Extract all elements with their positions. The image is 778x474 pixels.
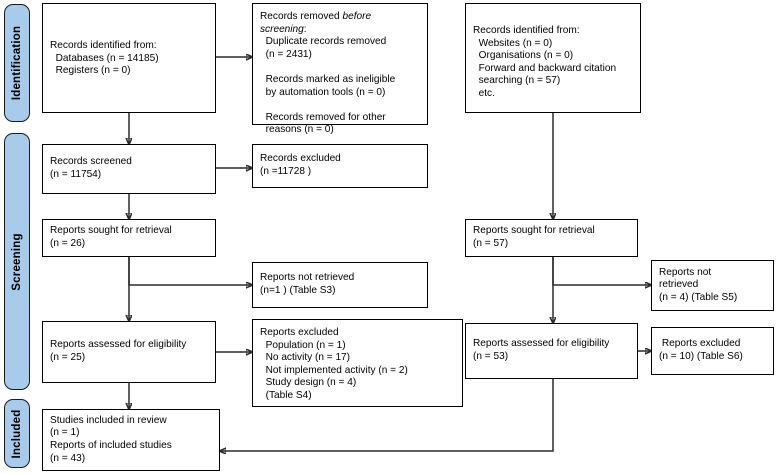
reports-excluded-right-text: Reports excluded (n = 10) (Table S6) (659, 338, 743, 362)
reports-excluded-left-text: Reports excluded Population (n = 1) No a… (260, 327, 408, 401)
stage-bar-included: Included (4, 399, 30, 468)
node-reports-assessed-left[interactable]: Reports assessed for eligibility (n = 25… (42, 321, 216, 383)
node-reports-not-retrieved-right[interactable]: Reports not retrieved (n = 4) (Table S5) (651, 260, 774, 311)
stage-label-identification: Identification (11, 25, 23, 101)
removed-line2-italic: screening (260, 23, 304, 35)
stage-label-screening: Screening (11, 232, 23, 291)
reports-assessed-right-text: Reports assessed for eligibility (n = 53… (473, 338, 610, 362)
studies-included-text: Studies included in review (n = 1) Repor… (50, 414, 172, 464)
records-excluded-text: Records excluded (n =11728 ) (260, 153, 341, 177)
node-studies-included-in-review[interactable]: Studies included in review (n = 1) Repor… (42, 409, 220, 471)
records-removed-before-screening-text: Records removed before screening: Duplic… (260, 11, 395, 137)
stage-bar-screening: Screening (4, 133, 30, 390)
node-records-screened[interactable]: Records screened (n = 11754) (42, 144, 216, 194)
node-records-excluded[interactable]: Records excluded (n =11728 ) (252, 144, 428, 188)
node-reports-not-retrieved-left[interactable]: Reports not retrieved (n=1 ) (Table S3) (252, 262, 428, 308)
node-records-removed-before-screening[interactable]: Records removed before screening: Duplic… (252, 3, 428, 135)
reports-assessed-left-text: Reports assessed for eligibility (n = 25… (50, 339, 187, 363)
removed-rest: Duplicate records removed (n = 2431) Rec… (265, 36, 396, 136)
records-identified-db-text: Records identified from: Databases (n = … (50, 40, 159, 77)
reports-not-retrieved-left-text: Reports not retrieved (n=1 ) (Table S3) (260, 272, 355, 296)
node-reports-assessed-right[interactable]: Reports assessed for eligibility (n = 53… (465, 323, 638, 379)
node-records-identified-from-databases[interactable]: Records identified from: Databases (n = … (42, 3, 216, 113)
node-records-identified-other-methods[interactable]: Records identified from: Websites (n = 0… (465, 3, 641, 113)
records-screened-text: Records screened (n = 11754) (50, 156, 132, 180)
node-reports-sought-left[interactable]: Reports sought for retrieval (n = 26) (42, 219, 216, 257)
stage-bar-identification: Identification (4, 4, 30, 122)
node-reports-excluded-right[interactable]: Reports excluded (n = 10) (Table S6) (651, 327, 774, 375)
removed-line1-prefix: Records removed (260, 11, 343, 22)
reports-not-retrieved-right-text: Reports not retrieved (n = 4) (Table S5) (659, 266, 738, 303)
reports-sought-right-text: Reports sought for retrieval (n = 57) (473, 225, 595, 249)
stage-label-included: Included (11, 409, 23, 458)
removed-line2-suffix: : (303, 23, 307, 35)
removed-line1-italic: before (342, 11, 372, 22)
node-reports-sought-right[interactable]: Reports sought for retrieval (n = 57) (465, 219, 638, 257)
reports-sought-left-text: Reports sought for retrieval (n = 26) (50, 225, 172, 249)
node-reports-excluded-left[interactable]: Reports excluded Population (n = 1) No a… (252, 319, 463, 407)
records-identified-other-text: Records identified from: Websites (n = 0… (473, 25, 617, 99)
